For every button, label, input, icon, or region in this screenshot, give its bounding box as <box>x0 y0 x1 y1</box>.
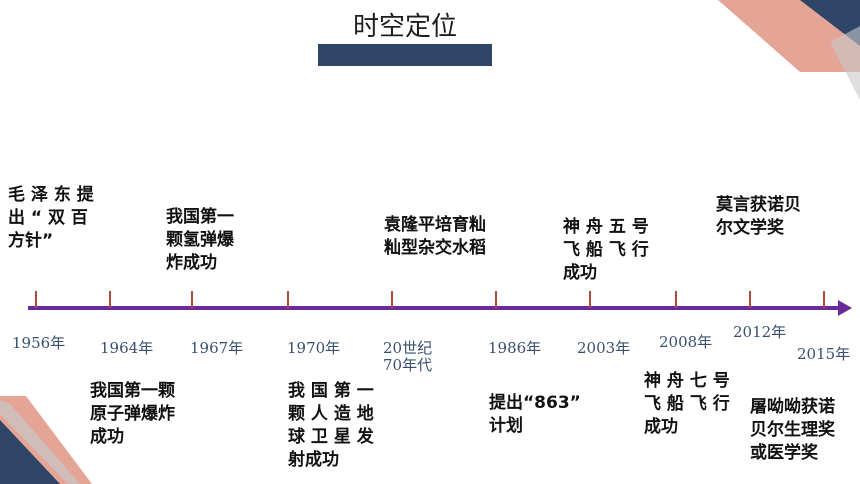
event-1956: 毛 泽 东 提 出 “ 双 百 方针” <box>8 185 94 251</box>
event-1986: 提出“863” 计划 <box>489 393 581 436</box>
year-label-1967: 1967年 <box>190 339 244 357</box>
event-1970: 我 国 第 一 颗 人 造 地 球 卫 星 发 射成功 <box>288 381 374 470</box>
page-title: 时空定位 <box>352 12 457 42</box>
event-2012: 莫言获诺贝 尔文学奖 <box>716 195 801 238</box>
event-1964: 我国第一颗 原子弹爆炸 成功 <box>90 381 175 447</box>
year-label-2015: 2015年 <box>797 345 851 363</box>
year-label-2008: 2008年 <box>659 333 713 351</box>
year-label-2012: 2012年 <box>733 323 787 341</box>
event-2015: 屠呦呦获诺 贝尔生理奖 或医学奖 <box>750 397 835 463</box>
event-1970s: 袁隆平培育籼 籼型杂交水稻 <box>384 215 486 258</box>
year-label-2003: 2003年 <box>577 339 631 357</box>
title-underline-bar <box>318 44 492 66</box>
event-2008: 神 舟 七 号 飞 船 飞 行 成功 <box>644 371 730 437</box>
event-1967: 我国第一 颗氢弹爆 炸成功 <box>166 207 234 273</box>
year-label-1970s: 20世纪 70年代 <box>383 339 433 375</box>
year-label-1970: 1970年 <box>287 339 341 357</box>
event-2003: 神 舟 五 号 飞 船 飞 行 成功 <box>563 217 649 283</box>
year-label-1986: 1986年 <box>488 339 542 357</box>
year-label-1956: 1956年 <box>12 334 66 352</box>
year-label-1964: 1964年 <box>100 339 154 357</box>
